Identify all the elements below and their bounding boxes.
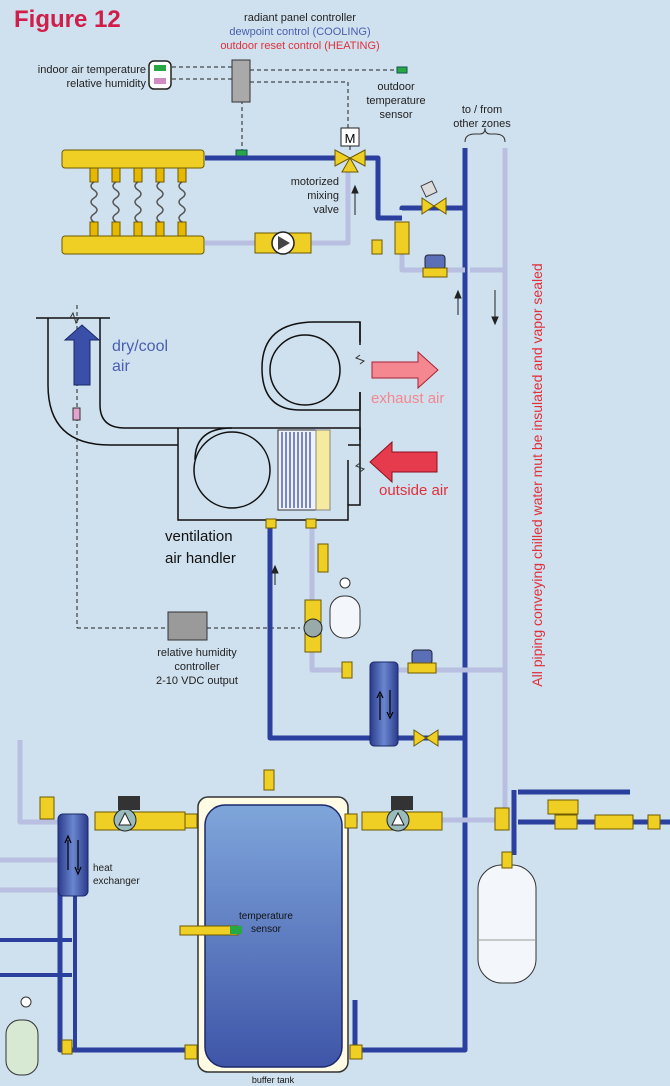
- radiant-manifold: [61, 149, 205, 255]
- controller-label-3: outdoor reset control (HEATING): [220, 40, 379, 52]
- zones-brace: [464, 127, 506, 143]
- outdoor-sensor-label-1: outdoor: [377, 81, 415, 93]
- dry-air-label-2: air: [112, 358, 130, 375]
- buffer-tank-body: [204, 804, 343, 1068]
- indoor-sensor-label-1: indoor air temperature: [38, 64, 146, 76]
- zones-label-2: other zones: [453, 118, 511, 130]
- humidity-sensor-icon: [154, 78, 166, 84]
- fill-valve-icons: [39, 796, 661, 1060]
- mixing-valve-icon: [334, 127, 366, 173]
- air-vent-icon: [263, 769, 275, 791]
- air-handler-label-2: air handler: [165, 550, 236, 567]
- coil-circulator-icon: [303, 543, 329, 653]
- expansion-tank-left-icon: [5, 996, 39, 1076]
- tank-sensor-label-1: temperature: [239, 911, 293, 922]
- flow-arrows: [271, 184, 499, 585]
- exhaust-air-label: exhaust air: [371, 390, 444, 407]
- buffer-tank-label: buffer tank: [252, 1075, 295, 1085]
- valve-label-3: valve: [313, 204, 339, 216]
- zone-valve-icon: [371, 180, 448, 278]
- tank-sensor-well-icon: [179, 925, 239, 936]
- temperature-sensor-icon: [154, 65, 166, 71]
- plate-hx-upper-icon: [369, 661, 399, 747]
- zones-label-1: to / from: [462, 104, 502, 116]
- controller-label-2: dewpoint control (COOLING): [229, 26, 370, 38]
- cooling-coil-icon: [265, 429, 331, 529]
- hx-label-1: heat: [93, 863, 113, 874]
- hx-label-2: exchanger: [93, 876, 140, 887]
- controller-label-1: radiant panel controller: [244, 12, 356, 24]
- insulation-note: All piping conveying chilled water mut b…: [529, 263, 545, 686]
- valve-label-1: motorized: [291, 176, 339, 188]
- buffer-circulator-right-icon: [361, 796, 443, 832]
- exhaust-air-arrow-icon: [371, 350, 439, 390]
- outdoor-sensor-label-3: sensor: [379, 109, 412, 121]
- humidity-ctrl-label-2: controller: [174, 661, 220, 673]
- left-heat-exchanger-icon: [57, 813, 89, 897]
- expansion-tank-right-icon: [477, 851, 537, 984]
- ductwork: [36, 317, 361, 521]
- dry-air-label-1: dry/cool: [112, 338, 168, 355]
- dry-air-arrow-icon: [63, 324, 101, 386]
- buffer-circulator-left-icon: [94, 796, 186, 832]
- outside-air-label: outside air: [379, 482, 448, 499]
- outdoor-sensor-icon: [396, 66, 408, 74]
- duct-humidity-sensor-icon: [72, 407, 81, 421]
- outside-air-arrow-icon: [369, 440, 438, 484]
- tank-sensor-icon: [230, 926, 242, 934]
- duct-break-marks: [69, 311, 366, 473]
- expansion-tank-small-icon: [329, 577, 361, 639]
- radiant-panel-controller: [231, 59, 251, 103]
- valve-letter: M: [345, 131, 356, 146]
- supply-piping: [57, 148, 670, 1053]
- zone-valve-middle-icon: [341, 649, 439, 747]
- valve-label-2: mixing: [307, 190, 339, 202]
- humidity-controller-box: [167, 611, 208, 641]
- air-handler-label-1: ventilation: [165, 528, 233, 545]
- tank-sensor-label-2: sensor: [251, 924, 282, 935]
- humidity-ctrl-label-1: relative humidity: [157, 647, 237, 659]
- figure-title: Figure 12: [14, 6, 121, 33]
- manifold-circulator-icon: [254, 231, 312, 255]
- outdoor-sensor-label-2: temperature: [366, 95, 425, 107]
- labels: radiant panel controller dewpoint contro…: [38, 12, 545, 1085]
- humidity-ctrl-label-3: 2-10 VDC output: [156, 675, 238, 687]
- indoor-sensor-label-2: relative humidity: [67, 78, 147, 90]
